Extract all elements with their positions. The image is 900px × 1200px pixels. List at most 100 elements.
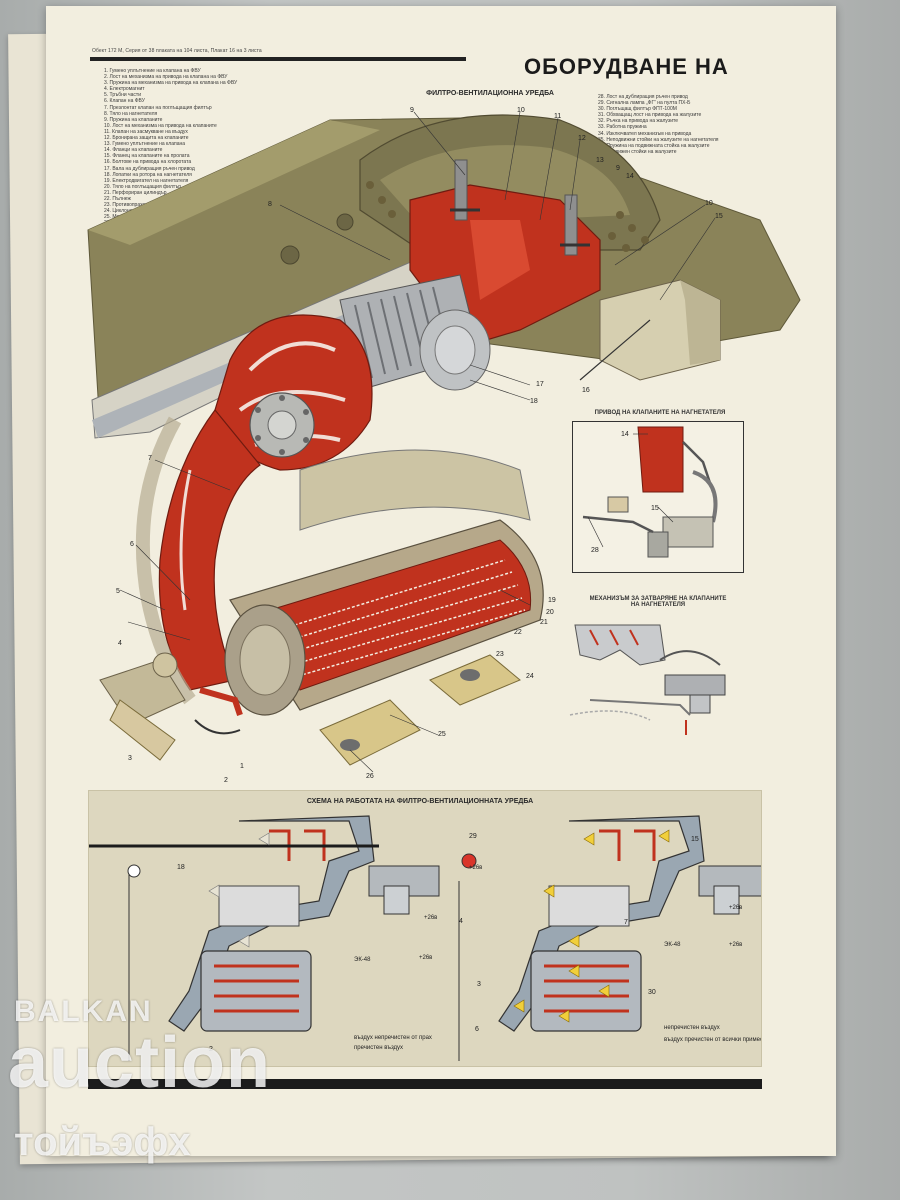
legend-item: 22. Пълнеж [104,195,131,202]
legend-item: 3. Пружина на механизма на привода на кл… [104,80,238,87]
callout-number: 30 [648,989,656,996]
legend-item: 11. Клапан на засмукване на въздух [104,128,188,135]
legend-item: 12. Бронирана защита на клапаните [104,135,189,142]
legend-item: 33. Работна пружина [598,124,647,131]
callout-number: 23 [496,651,504,658]
callout-number: 14 [621,431,629,438]
callout-number: 22 [514,629,522,636]
voltage-label: +26в [729,942,742,948]
watermark-line2: auction [8,1023,272,1103]
callout-number: 6 [475,1026,479,1033]
bottom-rule [88,1079,762,1089]
voltage-label: +26в [469,865,482,871]
legend-text: пречистен въздух [354,1045,403,1051]
legend-item: 4. Електромагнит [104,86,145,93]
callout-number: 28 [591,547,599,554]
legend-item: 2. Лост на механизма на привода на клапа… [104,74,228,81]
callout-number: 18 [530,398,538,405]
callout-number: 5 [116,588,120,595]
voltage-label: +26в [419,955,432,961]
top-rule [90,57,466,61]
legend-item: 1. Гумено уплътнение на клапана на ФВУ [104,68,201,74]
legend-item: 29. Сигнална лампа „ФГ“ на пулта ПХ-Б [598,100,691,107]
legend-item: 10. Лост на механизма на привода на клап… [104,122,217,129]
callout-number: 16 [582,387,590,394]
inset-drive-title: ПРИВОД НА КЛАПАНИТЕ НА НАГНЕТАТЕЛЯ [594,410,726,416]
legend-item: 8. Тяло на нагнетателя [104,110,158,117]
legend-item: 13. Гумено уплътнение на клапана [104,141,186,148]
callout-number: 3 [477,981,481,988]
scheme-left [89,815,440,1061]
poster-info-line: Обект 172 М, Серия от 38 плаката на 104 … [92,48,262,54]
legend-item: 20. Тяло на поглъщащия филтър [104,183,182,190]
callout-number: 15 [715,213,723,220]
callout-number: 10 [705,200,713,207]
inset-valve-drive: 14 15 28 [572,421,744,573]
callout-number: 20 [546,609,554,616]
scheme-title: СХЕМА НА РАБОТАТА НА ФИЛТРО-ВЕНТИЛАЦИОНН… [306,798,534,805]
callout-number: 4 [118,640,122,647]
voltage-label: +26в [729,905,742,911]
callout-number: 7 [148,455,152,462]
callout-number: 7 [624,919,628,926]
legend-item: 31. Обхващащ лост на привода на жалузите [598,112,702,119]
legend-item: 21. Перфориран цилиндър [104,189,167,196]
callout-number: 18 [177,864,185,871]
callout-number: 14 [626,173,634,180]
legend-item: 18. Лопатки на ротора на нагнетателя [104,171,192,178]
legend-item: 9. Пружина на клапаните [104,116,163,123]
callout-number: 3 [128,755,132,762]
callout-number: 10 [517,107,525,114]
legend-item: 5. Тръбни части [104,92,142,99]
callout-number: 1 [240,763,244,770]
callout-number: 9 [410,107,414,114]
callout-number: 24 [526,673,534,680]
callout-number: 29 [469,833,477,840]
callout-number: 2 [224,777,228,784]
callout-number: 11 [554,113,561,120]
callout-number: 9 [616,165,620,172]
watermark-line1: BALKAN [14,995,153,1028]
callout-number: 26 [366,773,374,780]
legend-item: 15. Фланец на клапаните на пролата [104,153,190,160]
legend-item: 36. Пружина на подвижната стойка на жалу… [598,142,710,149]
legend-item: 34. Изключвател механизъм на привода [598,130,692,137]
callout-number: 2 [209,1046,213,1053]
callout-number: 25 [438,731,446,738]
legend-item: 37. Подвижен стойки на жалузите [598,148,677,155]
callout-number: 13 [596,157,604,164]
callout-number: 12 [578,135,586,142]
legend-item: 6. Клапан на ФВУ [104,98,145,105]
callout-number: 15 [691,836,699,843]
legend-item: 23. Противопрахов филтър [104,202,168,209]
callout-number: 17 [536,381,544,388]
poster-title: ОБОРУДВАНЕ НА [524,54,729,79]
legend-item: 19. Електродвигател на нагнетателя [104,177,189,184]
callout-number: 4 [459,918,463,925]
callout-number: 6 [130,541,134,548]
callout-number: 19 [548,597,556,604]
legend-item: 7. Презлонтат клапан на поглъщащия филтъ… [104,104,212,111]
legend-item: 28. Лост на дублиращия ръчен привод [598,94,688,100]
callout-number: 8 [268,201,272,208]
relay-label: ЭК-48 [664,942,681,948]
legend-item: 16. Болтове на привода на хлоротата [104,159,192,166]
watermark-line3: тойъэфх [14,1120,191,1164]
inset-mechanism-title: МЕХАНИЗЪМ ЗА ЗАТВАРЯНЕ НА КЛАПАНИТЕ НА Н… [589,596,727,608]
legend-text: въздух непречистен от прах [354,1035,432,1041]
legend-item: 17. Вала на дублиращия ръчен привод [104,165,195,172]
mechanism-schematic [569,624,726,735]
callout-number: 15 [651,505,659,512]
legend-text: въздух пречистен от всички примеси [664,1037,761,1043]
legend-item: 35. Неподвижни стойки на жалузите на наг… [598,136,719,143]
callout-number: 21 [540,619,548,626]
legend-item: 30. Поглъщащ филтър ФПТ-100М [598,106,677,113]
section-title: ФИЛТРО-ВЕНТИЛАЦИОННА УРЕДБА [426,90,554,97]
scheme-right [458,815,770,1061]
legend-item: 32. Ръчка на привода на жалузите [598,118,679,125]
relay-label: ЭК-48 [354,957,371,963]
